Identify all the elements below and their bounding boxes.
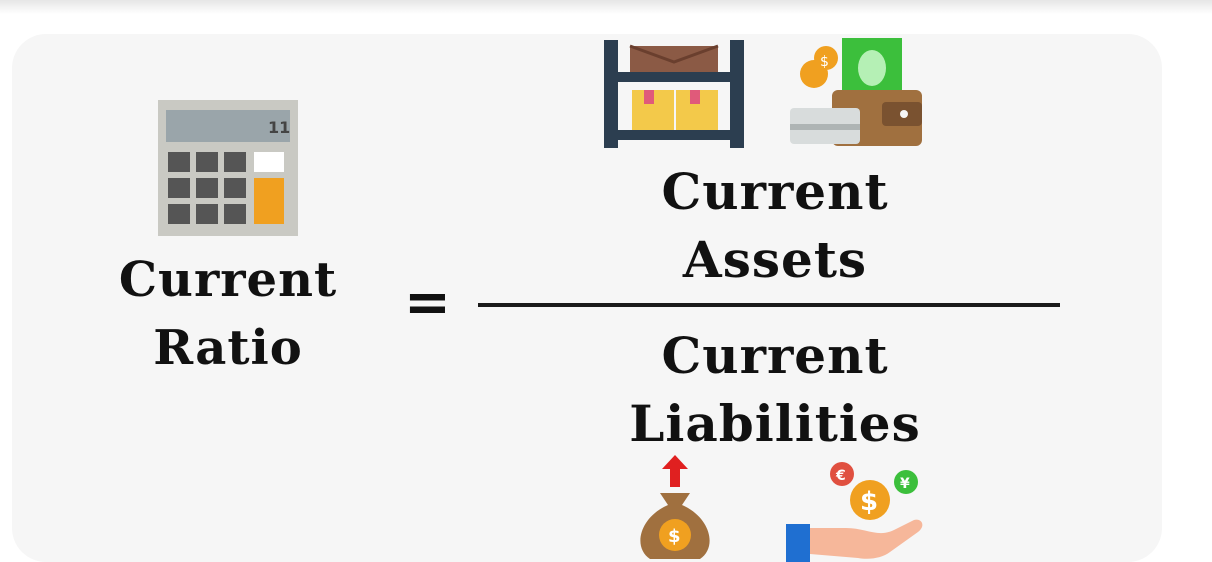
money-bag-icon: $ (640, 455, 710, 559)
calculator-icon: 11 (158, 100, 298, 236)
numerator-current-assets: Current Assets (560, 158, 990, 294)
calculator-display: 11 (268, 118, 290, 137)
denominator-current-liabilities: Current Liabilities (560, 322, 990, 458)
numerator-line1: Current (661, 162, 889, 221)
inventory-shelf-icon (604, 40, 744, 148)
wallet-cash-icon: $ (790, 38, 922, 146)
lhs-line1: Current (118, 252, 338, 308)
svg-text:$: $ (668, 526, 681, 547)
denominator-line2: Liabilities (629, 394, 921, 453)
svg-text:$: $ (820, 54, 829, 70)
svg-text:€: € (835, 468, 846, 484)
svg-text:¥: ¥ (900, 476, 910, 492)
fraction-bar (478, 303, 1060, 307)
svg-text:$: $ (860, 487, 878, 517)
denominator-line1: Current (661, 326, 889, 385)
lhs-line2: Ratio (153, 320, 303, 376)
equals-sign: = (404, 270, 451, 335)
top-shadow (0, 0, 1212, 14)
current-ratio-label: Current Ratio (78, 246, 378, 382)
numerator-line2: Assets (682, 230, 868, 289)
hand-coins-icon: € ¥ $ (786, 462, 923, 562)
